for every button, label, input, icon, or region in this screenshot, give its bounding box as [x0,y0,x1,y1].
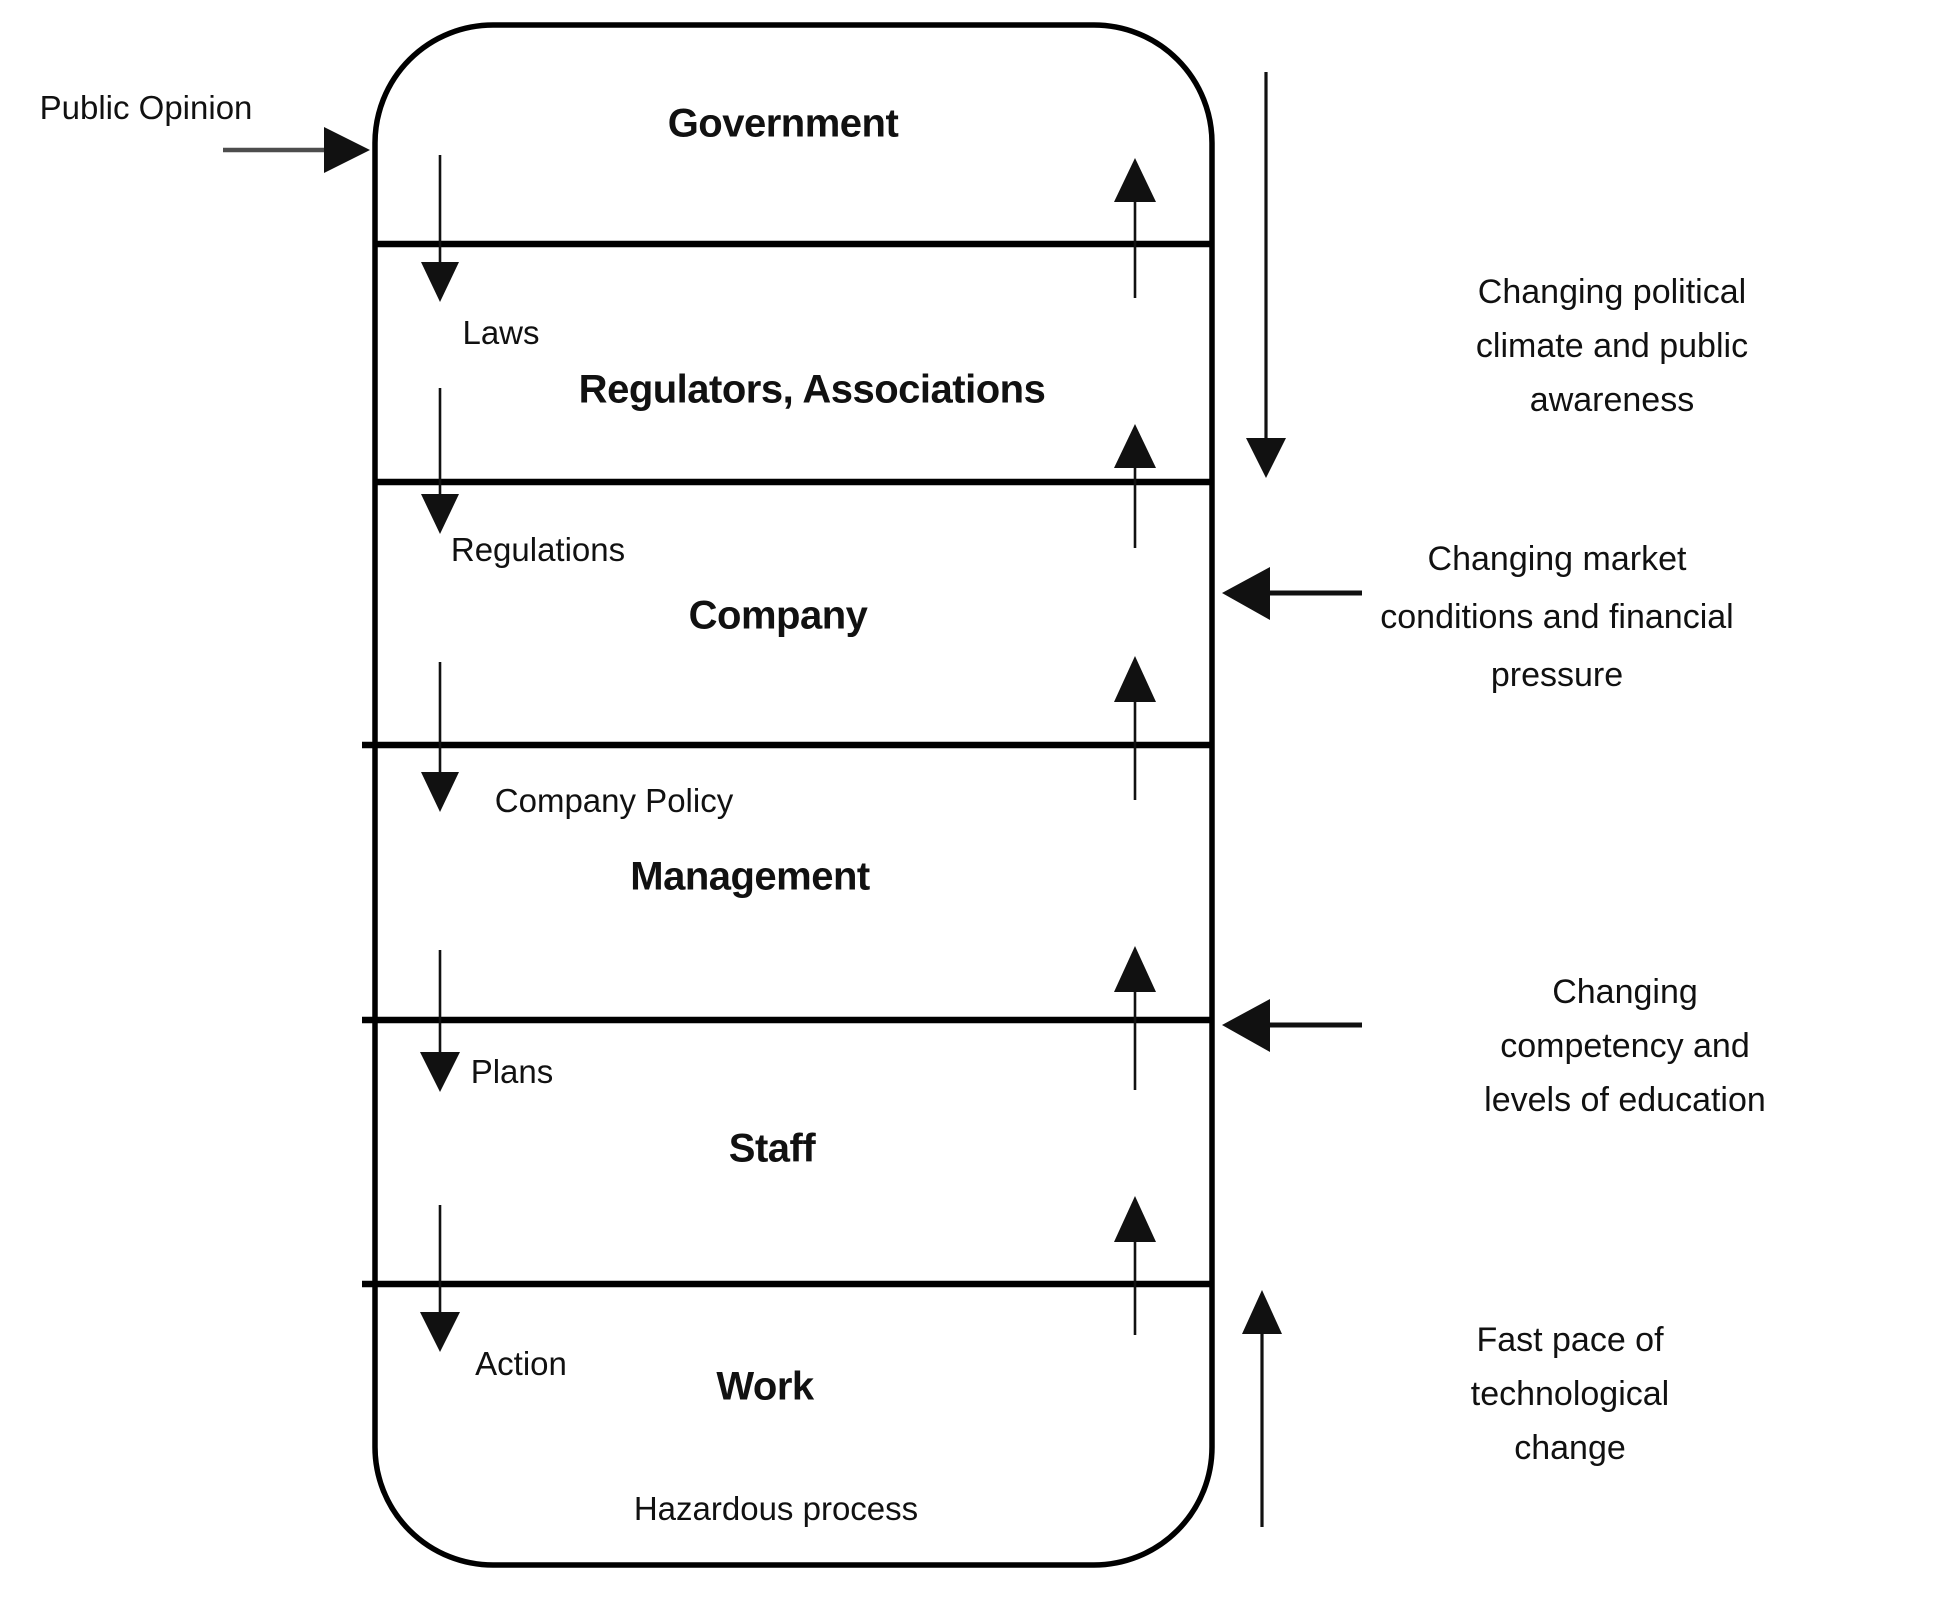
level-title-government: Government [667,101,899,146]
public-opinion-label: Public Opinion [39,89,253,126]
up-arrow-feedback-1 [1114,158,1156,298]
level-title-company: Company [688,593,868,638]
flow-label-regulations: Regulations [450,531,626,568]
annotation-political-climate: Changing political climate and public aw… [1475,273,1749,419]
level-title-staff: Staff [728,1126,816,1171]
competency-left-arrow [1222,999,1362,1052]
up-arrow-feedback-2 [1114,424,1156,548]
up-arrow-feedback-4 [1114,946,1156,1090]
flow-label-company-policy: Company Policy [494,782,734,819]
technology-up-arrow [1242,1290,1282,1527]
political-climate-down-arrow [1246,72,1286,478]
level-title-management: Management [630,854,870,899]
flow-label-laws: Laws [462,314,540,351]
flow-label-plans: Plans [470,1053,554,1090]
stack-container-box [372,22,1215,1568]
flow-label-action: Action [475,1345,567,1382]
up-arrow-feedback-3 [1114,656,1156,800]
down-arrow-regulations [421,388,459,534]
hazardous-process-label: Hazardous process [633,1490,919,1527]
up-arrow-feedback-5 [1114,1196,1156,1335]
public-opinion-arrow [223,127,370,173]
down-arrow-action [420,1205,460,1352]
annotation-technological-change: Fast pace of technological change [1470,1321,1670,1467]
level-title-regulators-associations: Regulators, Associations [578,367,1046,412]
market-conditions-left-arrow [1222,567,1362,620]
down-arrow-laws [421,155,459,302]
down-arrow-plans [420,950,460,1092]
down-arrow-company-policy [421,662,459,812]
annotation-market-conditions: Changing market conditions and financial… [1380,540,1734,694]
level-title-work: Work [716,1364,814,1409]
annotation-competency: Changing competency and levels of educat… [1484,973,1766,1119]
